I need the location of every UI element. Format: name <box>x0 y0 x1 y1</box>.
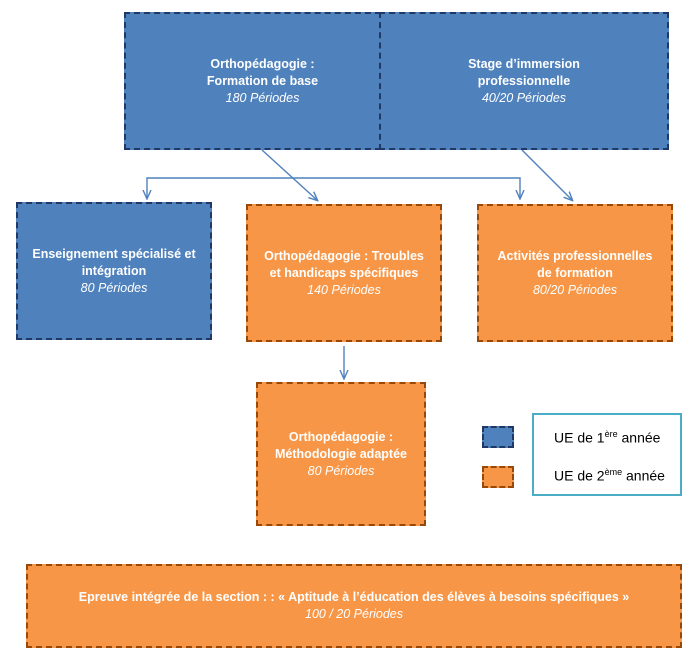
legend-swatch-first-year <box>482 426 514 448</box>
box-troubles-handicaps: Orthopédagogie : Troubles et handicaps s… <box>246 204 442 342</box>
legend-first-suffix: année <box>617 429 661 446</box>
box-title-line1: Orthopédagogie : <box>210 56 315 71</box>
legend-second-sup: ème <box>604 467 623 477</box>
box-title-line1: Orthopédagogie : Troubles <box>264 248 424 263</box>
legend-first-prefix: UE de 1 <box>554 429 605 446</box>
box-periods: 80 Périodes <box>80 280 148 295</box>
box-enseignement-specialise: Enseignement spécialisé et intégration 8… <box>16 202 212 340</box>
legend-first-sup: ère <box>604 429 618 439</box>
legend-second-year: UE de 2ème année <box>554 467 665 484</box>
box-title-line2: de formation <box>537 265 613 280</box>
legend-box: UE de 1ère année UE de 2ème année <box>532 413 682 496</box>
box-title-line1: Stage d’immersion <box>468 56 580 71</box>
box-title-line2: et handicaps spécifiques <box>269 265 419 280</box>
box-title-line1: Enseignement spécialisé et <box>32 246 196 261</box>
box-activites-professionnelles: Activités professionnelles de formation … <box>477 204 673 342</box>
box-periods: 40/20 Périodes <box>481 90 567 105</box>
box-title-line1: Activités professionnelles <box>497 248 653 263</box>
box-periods: 80 Périodes <box>307 463 375 478</box>
box-title-line2: professionnelle <box>477 73 571 88</box>
box-title-line2: intégration <box>81 263 147 278</box>
legend-first-year: UE de 1ère année <box>554 429 660 446</box>
box-title-line2: Formation de base <box>206 73 319 88</box>
arrow-to-troubles <box>261 149 317 200</box>
box-epreuve-integree: Epreuve intégrée de la section : : « Apt… <box>26 564 682 648</box>
box-periods: 180 Périodes <box>225 90 300 105</box>
box-periods: 80/20 Périodes <box>532 282 618 297</box>
box-title-line1: Orthopédagogie : <box>288 429 394 444</box>
box-formation-base: Orthopédagogie : Formation de base 180 P… <box>124 12 401 150</box>
box-periods: 100 / 20 Périodes <box>305 607 403 621</box>
box-stage-immersion: Stage d’immersion professionnelle 40/20 … <box>379 12 669 150</box>
box-periods: 140 Périodes <box>307 282 381 297</box>
box-methodologie-adaptee: Orthopédagogie : Méthodologie adaptée 80… <box>256 382 426 526</box>
arrow-to-enseignement <box>147 177 270 198</box>
box-title-line2: Méthodologie adaptée <box>275 446 407 461</box>
arrow-to-activites-left <box>270 177 520 198</box>
legend-second-prefix: UE de 2 <box>554 467 605 484</box>
arrow-to-activites-right <box>521 149 572 200</box>
box-title-line1: Epreuve intégrée de la section : : « Apt… <box>78 590 630 604</box>
legend-swatch-second-year <box>482 466 514 488</box>
legend-second-suffix: année <box>622 467 665 484</box>
